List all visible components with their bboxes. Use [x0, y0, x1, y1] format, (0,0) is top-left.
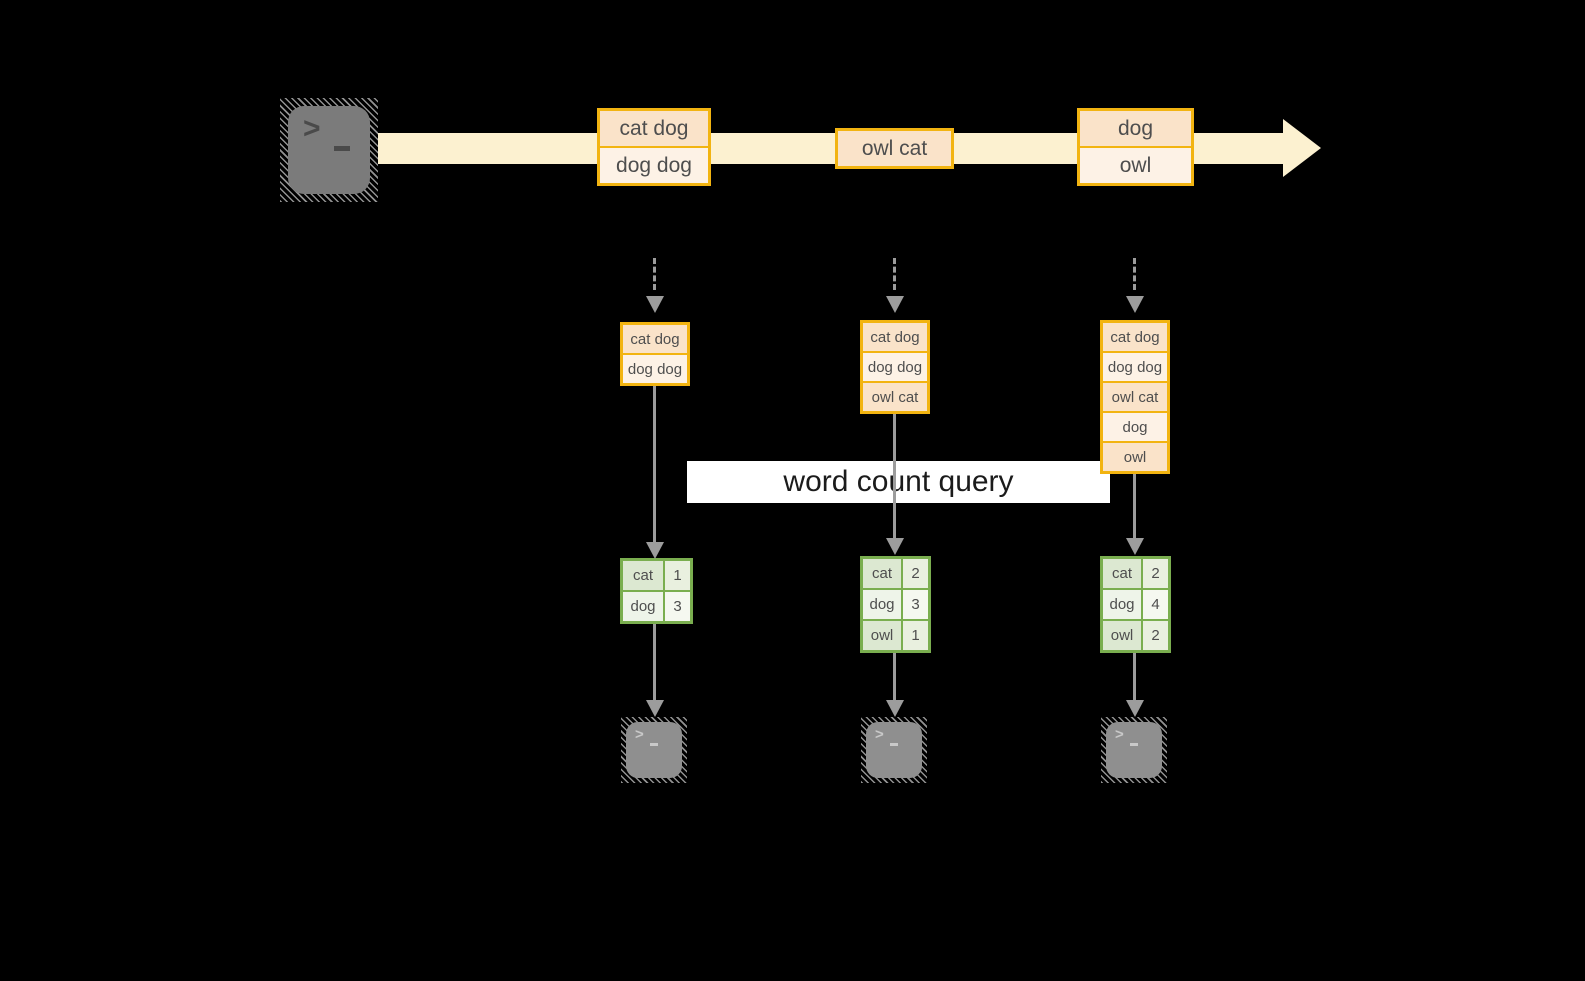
terminal-screen: >	[866, 722, 922, 778]
table-row: dog 3	[863, 590, 928, 619]
query-label-box: word count query	[687, 461, 1110, 503]
arrow-line	[653, 624, 656, 702]
terminal-prompt-icon: >	[635, 726, 645, 743]
count-cell: 2	[903, 559, 928, 588]
arrow-line	[893, 414, 896, 540]
batch-line: owl cat	[838, 131, 951, 166]
word-cell: cat	[1103, 559, 1141, 588]
dashed-arrow-head-icon	[646, 296, 664, 313]
word-cell: dog	[623, 592, 663, 621]
count-table-3: cat 2 dog 4 owl 2	[1100, 556, 1171, 653]
arrow-head-icon	[886, 700, 904, 717]
buffer-box-3: cat dog dog dog owl cat dog owl	[1100, 320, 1170, 474]
buffer-line: owl cat	[1103, 383, 1167, 411]
word-cell: dog	[1103, 590, 1141, 619]
count-cell: 1	[665, 561, 690, 590]
batch-line: cat dog	[600, 111, 708, 146]
table-row: cat 2	[1103, 559, 1168, 588]
arrow-line	[1133, 653, 1136, 702]
terminal-cursor-icon	[890, 743, 898, 746]
buffer-line: owl	[1103, 443, 1167, 471]
word-cell: owl	[863, 621, 901, 650]
terminal-screen: >	[288, 106, 370, 194]
arrow-line	[653, 386, 656, 544]
terminal-prompt-icon: >	[1115, 726, 1125, 743]
dashed-arrow-line	[1133, 258, 1136, 290]
buffer-line: dog	[1103, 413, 1167, 441]
count-table-2: cat 2 dog 3 owl 1	[860, 556, 931, 653]
stream-batch-1: cat dog dog dog	[597, 108, 711, 186]
count-cell: 2	[1143, 621, 1168, 650]
buffer-line: dog dog	[863, 353, 927, 381]
table-row: owl 1	[863, 621, 928, 650]
terminal-prompt-icon: >	[303, 112, 323, 145]
dashed-arrow-head-icon	[1126, 296, 1144, 313]
table-row: cat 1	[623, 561, 690, 590]
count-cell: 1	[903, 621, 928, 650]
word-cell: owl	[1103, 621, 1141, 650]
terminal-screen: >	[626, 722, 682, 778]
output-terminal-icon-2: >	[861, 717, 927, 783]
dashed-arrow-line	[893, 258, 896, 290]
buffer-line: cat dog	[863, 323, 927, 351]
arrow-head-icon	[1126, 700, 1144, 717]
count-cell: 2	[1143, 559, 1168, 588]
buffer-line: cat dog	[623, 325, 687, 353]
word-cell: cat	[863, 559, 901, 588]
stream-arrowhead-icon	[1283, 119, 1321, 177]
table-row: dog 3	[623, 592, 690, 621]
dashed-arrow-line	[653, 258, 656, 290]
count-cell: 4	[1143, 590, 1168, 619]
source-terminal-icon: >	[280, 98, 378, 202]
terminal-cursor-icon	[1130, 743, 1138, 746]
terminal-cursor-icon	[334, 146, 350, 151]
stream-batch-3: dog owl	[1077, 108, 1194, 186]
arrow-head-icon	[646, 542, 664, 559]
buffer-line: owl cat	[863, 383, 927, 411]
arrow-head-icon	[646, 700, 664, 717]
count-cell: 3	[665, 592, 690, 621]
count-table-1: cat 1 dog 3	[620, 558, 693, 624]
buffer-line: dog dog	[623, 355, 687, 383]
stream-batch-2: owl cat	[835, 128, 954, 169]
terminal-cursor-icon	[650, 743, 658, 746]
terminal-screen: >	[1106, 722, 1162, 778]
output-terminal-icon-1: >	[621, 717, 687, 783]
table-row: dog 4	[1103, 590, 1168, 619]
dashed-arrow-head-icon	[886, 296, 904, 313]
buffer-line: cat dog	[1103, 323, 1167, 351]
table-row: owl 2	[1103, 621, 1168, 650]
count-cell: 3	[903, 590, 928, 619]
buffer-box-1: cat dog dog dog	[620, 322, 690, 386]
query-label: word count query	[783, 465, 1014, 498]
word-cell: dog	[863, 590, 901, 619]
table-row: cat 2	[863, 559, 928, 588]
arrow-head-icon	[886, 538, 904, 555]
arrow-head-icon	[1126, 538, 1144, 555]
buffer-box-2: cat dog dog dog owl cat	[860, 320, 930, 414]
word-cell: cat	[623, 561, 663, 590]
output-terminal-icon-3: >	[1101, 717, 1167, 783]
batch-line: dog dog	[600, 148, 708, 183]
buffer-line: dog dog	[1103, 353, 1167, 381]
arrow-line	[893, 653, 896, 702]
terminal-prompt-icon: >	[875, 726, 885, 743]
batch-line: owl	[1080, 148, 1191, 183]
arrow-line	[1133, 474, 1136, 540]
batch-line: dog	[1080, 111, 1191, 146]
